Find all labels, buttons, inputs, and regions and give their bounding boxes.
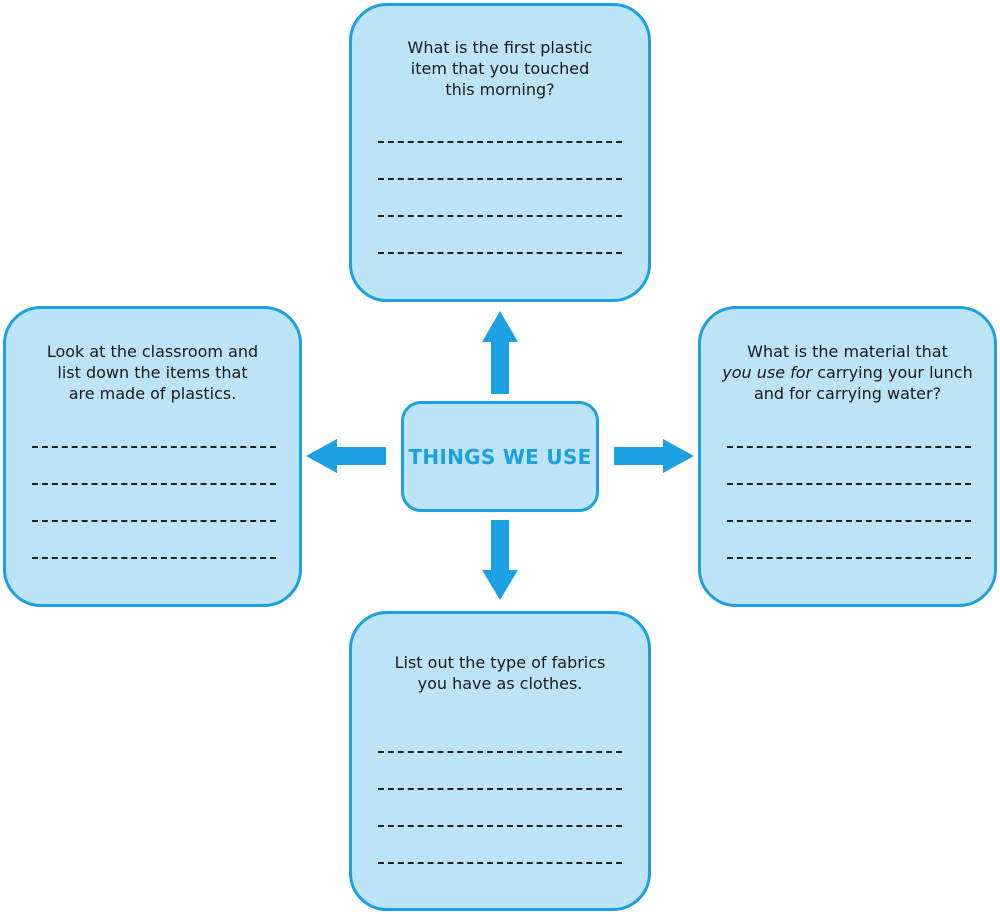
answer-line[interactable] bbox=[32, 520, 276, 522]
question-box-left: Look at the classroom and list down the … bbox=[3, 306, 302, 607]
answer-line[interactable] bbox=[727, 483, 971, 485]
question-box-top: What is the first plastic item that you … bbox=[349, 3, 651, 302]
question-line: are made of plastics. bbox=[68, 384, 237, 403]
answer-line[interactable] bbox=[32, 446, 276, 448]
arrow-up-icon bbox=[482, 311, 518, 394]
question-line: What is the first plastic bbox=[407, 38, 593, 57]
arrow-left-icon bbox=[306, 439, 386, 473]
answer-line[interactable] bbox=[378, 825, 622, 827]
question-text: Look at the classroom and list down the … bbox=[20, 341, 285, 404]
answer-line[interactable] bbox=[727, 446, 971, 448]
question-line: you have as clothes. bbox=[417, 674, 583, 693]
question-box-bottom: List out the type of fabrics you have as… bbox=[349, 611, 651, 911]
question-text: What is the material that you use for ca… bbox=[715, 341, 980, 404]
center-title: THINGS WE USE bbox=[408, 444, 592, 469]
question-line: List out the type of fabrics bbox=[394, 653, 606, 672]
answer-line[interactable] bbox=[727, 557, 971, 559]
answer-line[interactable] bbox=[378, 252, 622, 254]
question-line: carrying your lunch bbox=[812, 363, 973, 382]
question-line: list down the items that bbox=[57, 363, 248, 382]
question-line: item that you touched bbox=[410, 59, 590, 78]
question-line: What is the material that bbox=[747, 342, 948, 361]
answer-line[interactable] bbox=[378, 141, 622, 143]
question-line: Look at the classroom and bbox=[46, 342, 259, 361]
answer-line[interactable] bbox=[378, 178, 622, 180]
question-emphasis: you use for bbox=[722, 363, 813, 382]
answer-line[interactable] bbox=[727, 520, 971, 522]
answer-lines bbox=[378, 141, 622, 289]
question-box-right: What is the material that you use for ca… bbox=[698, 306, 997, 607]
arrow-down-icon bbox=[482, 520, 518, 600]
answer-line[interactable] bbox=[32, 483, 276, 485]
arrow-right-icon bbox=[614, 439, 694, 473]
answer-line[interactable] bbox=[378, 215, 622, 217]
answer-line[interactable] bbox=[32, 557, 276, 559]
answer-line[interactable] bbox=[378, 788, 622, 790]
answer-line[interactable] bbox=[378, 862, 622, 864]
question-line: this morning? bbox=[445, 80, 555, 99]
question-text: List out the type of fabrics you have as… bbox=[366, 652, 634, 694]
answer-line[interactable] bbox=[378, 751, 622, 753]
answer-lines bbox=[727, 446, 971, 594]
question-line: and for carrying water? bbox=[753, 384, 942, 403]
answer-lines bbox=[32, 446, 276, 594]
answer-lines bbox=[378, 751, 622, 899]
question-text: What is the first plastic item that you … bbox=[366, 37, 634, 100]
center-topic-box: THINGS WE USE bbox=[401, 401, 599, 512]
